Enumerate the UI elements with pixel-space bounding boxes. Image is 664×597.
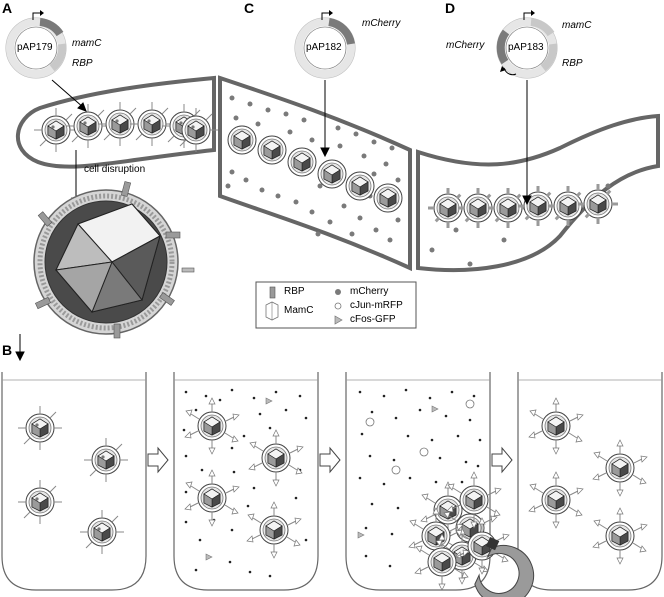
- beaker-3-cfos: [431, 405, 439, 413]
- plasmid-pap179-name: pAP179: [17, 42, 53, 53]
- legend-icons: [265, 286, 343, 325]
- plasmid-pap182-name: pAP182: [306, 42, 342, 53]
- beaker-2-particles: [185, 398, 303, 561]
- gene-mamc-a: mamC: [72, 38, 102, 49]
- gene-rbp-a: RBP: [72, 58, 93, 69]
- gene-mcherry-c: mCherry: [362, 18, 401, 29]
- beaker-3-cjun: [365, 399, 475, 475]
- cell-disruption-label: cell disruption: [84, 164, 146, 175]
- gene-rbp-d: RBP: [562, 58, 583, 69]
- legend-cfos-label: cFos-GFP: [350, 314, 396, 325]
- beaker-3: [345, 372, 491, 591]
- legend-cjun-label: cJun-mRFP: [350, 300, 403, 311]
- panel-label-c: C: [244, 0, 255, 16]
- magnet-pole: [485, 536, 500, 551]
- plasmid-pap182: [294, 10, 356, 79]
- beaker-1-particles: [18, 406, 128, 554]
- legend-rbp-label: RBP: [284, 286, 305, 297]
- step-arrow-2: [319, 446, 341, 474]
- beaker-4: [517, 372, 663, 591]
- beaker-1: [1, 372, 147, 591]
- plasmid-pap183-name: pAP183: [508, 42, 544, 53]
- beaker-3-dots: [358, 388, 482, 568]
- mamc-legend-icon: [265, 301, 279, 321]
- beakers: [1, 372, 663, 591]
- step-arrows: [147, 446, 513, 474]
- step-arrow-3: [491, 446, 513, 474]
- panel-label-a: A: [2, 0, 13, 16]
- cjun-legend-icon: [334, 302, 342, 310]
- plasmid-pap179: [5, 10, 67, 79]
- step-arrow-1: [147, 446, 169, 474]
- plasmid-pap183: [496, 10, 558, 79]
- beaker-3-cluster: [409, 472, 509, 590]
- beaker-3-cfos-2: [357, 531, 365, 539]
- magnet-icon: [474, 545, 535, 597]
- panel-label-b: B: [2, 342, 13, 358]
- legend-mamc-label: MamC: [284, 305, 314, 316]
- mcherry-legend-icon: [335, 289, 341, 295]
- rbp-legend-icon: [269, 286, 276, 299]
- beaker-2: [173, 372, 319, 591]
- cfos-legend-icon: [334, 315, 343, 325]
- gene-mamc-d: mamC: [562, 20, 592, 31]
- beaker-2-dots: [182, 388, 308, 578]
- beaker-4-particles: [529, 398, 647, 564]
- large-magnetosome: [33, 181, 195, 339]
- cell-segment-2: [218, 75, 412, 272]
- gene-mcherry-d: mCherry: [446, 40, 485, 51]
- panel-label-d: D: [445, 0, 456, 16]
- legend-mcherry-label: mCherry: [350, 286, 389, 297]
